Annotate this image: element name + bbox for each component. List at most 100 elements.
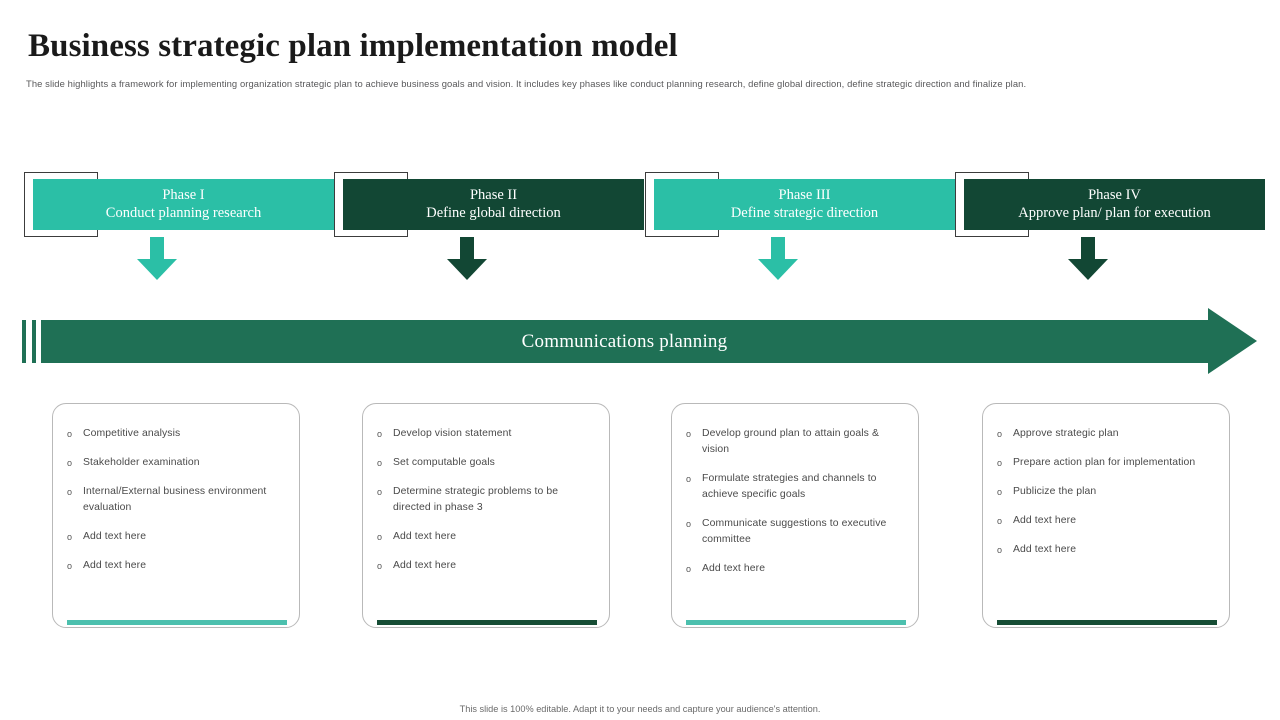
bullet-list-1: o Competitive analysis o Stakeholder exa…	[53, 404, 299, 574]
phase-detail-card-1: o Competitive analysis o Stakeholder exa…	[52, 403, 300, 628]
circle-bullet-icon: o	[997, 458, 1003, 468]
bullet-list-3: o Develop ground plan to attain goals & …	[672, 404, 918, 577]
list-item: o Competitive analysis	[67, 426, 285, 442]
circle-bullet-icon: o	[686, 564, 692, 574]
arrow-head	[447, 259, 487, 280]
arrow-head	[1068, 259, 1108, 280]
list-item-text: Set computable goals	[393, 457, 495, 468]
banner-body	[41, 320, 1208, 363]
list-item: o Add text here	[377, 529, 595, 545]
phase-block-2[interactable]: Phase II Define global direction	[334, 165, 644, 280]
arrow-stem	[460, 237, 474, 261]
list-item-text: Publicize the plan	[1013, 486, 1097, 497]
phase-name-1: Phase I	[162, 186, 205, 203]
down-arrow-icon-4	[1068, 237, 1108, 280]
circle-bullet-icon: o	[997, 545, 1003, 555]
phase-banner-2[interactable]: Phase II Define global direction	[343, 179, 644, 230]
bullet-list-2: o Develop vision statement o Set computa…	[363, 404, 609, 574]
arrow-stem	[771, 237, 785, 261]
list-item: o Communicate suggestions to executive c…	[686, 516, 904, 548]
list-item-text: Determine strategic problems to be direc…	[393, 486, 559, 513]
list-item: o Add text here	[686, 561, 904, 577]
circle-bullet-icon: o	[67, 487, 73, 497]
phase-detail-card-3: o Develop ground plan to attain goals & …	[671, 403, 919, 628]
phase-desc-3: Define strategic direction	[730, 204, 879, 221]
phase-block-3[interactable]: Phase III Define strategic direction	[645, 165, 955, 280]
list-item-text: Formulate strategies and channels to ach…	[702, 473, 877, 500]
list-item-text: Add text here	[393, 560, 457, 571]
phase-block-4[interactable]: Phase IV Approve plan/ plan for executio…	[955, 165, 1265, 280]
list-item: o Add text here	[67, 529, 285, 545]
list-item: o Approve strategic plan	[997, 426, 1215, 442]
down-arrow-icon-3	[758, 237, 798, 280]
arrow-stem	[1081, 237, 1095, 261]
phase-banner-4[interactable]: Phase IV Approve plan/ plan for executio…	[964, 179, 1265, 230]
circle-bullet-icon: o	[377, 458, 383, 468]
phase-block-1[interactable]: Phase I Conduct planning research	[24, 165, 334, 280]
list-item-text: Competitive analysis	[83, 428, 181, 439]
list-item: o Publicize the plan	[997, 484, 1215, 500]
circle-bullet-icon: o	[67, 458, 73, 468]
list-item-text: Add text here	[1013, 515, 1077, 526]
list-item-text: Communicate suggestions to executive com…	[702, 518, 887, 545]
circle-bullet-icon: o	[686, 519, 692, 529]
phase-banner-row: Phase I Conduct planning research Phase …	[0, 0, 1280, 300]
list-item: o Add text here	[67, 558, 285, 574]
card-accent-bar-3	[686, 620, 906, 625]
circle-bullet-icon: o	[997, 516, 1003, 526]
phase-banner-1[interactable]: Phase I Conduct planning research	[33, 179, 334, 230]
list-item-text: Prepare action plan for implementation	[1013, 457, 1196, 468]
list-item-text: Develop vision statement	[393, 428, 512, 439]
list-item: o Determine strategic problems to be dir…	[377, 484, 595, 516]
phase-desc-1: Conduct planning research	[105, 204, 262, 221]
list-item-text: Add text here	[702, 563, 766, 574]
right-arrow-icon	[1208, 308, 1257, 374]
list-item: o Stakeholder examination	[67, 455, 285, 471]
list-item-text: Approve strategic plan	[1013, 428, 1119, 439]
list-item: o Prepare action plan for implementation	[997, 455, 1215, 471]
list-item-text: Add text here	[83, 531, 147, 542]
list-item-text: Internal/External business environment e…	[83, 486, 267, 513]
bullet-list-4: o Approve strategic plan o Prepare actio…	[983, 404, 1229, 558]
list-item: o Add text here	[997, 542, 1215, 558]
circle-bullet-icon: o	[67, 429, 73, 439]
list-item: o Internal/External business environment…	[67, 484, 285, 516]
circle-bullet-icon: o	[377, 561, 383, 571]
communications-planning-banner[interactable]: Communications planning	[22, 308, 1258, 374]
phase-detail-card-4: o Approve strategic plan o Prepare actio…	[982, 403, 1230, 628]
list-item-text: Add text here	[393, 531, 457, 542]
list-item: o Add text here	[377, 558, 595, 574]
banner-tail-line-2	[32, 320, 36, 363]
down-arrow-icon-2	[447, 237, 487, 280]
card-accent-bar-4	[997, 620, 1217, 625]
footer-note: This slide is 100% editable. Adapt it to…	[459, 704, 821, 714]
phase-desc-2: Define global direction	[426, 204, 561, 221]
list-item: o Formulate strategies and channels to a…	[686, 471, 904, 503]
phase-banner-3[interactable]: Phase III Define strategic direction	[654, 179, 955, 230]
circle-bullet-icon: o	[67, 532, 73, 542]
list-item: o Add text here	[997, 513, 1215, 529]
phase-name-4: Phase IV	[1088, 186, 1141, 203]
circle-bullet-icon: o	[997, 487, 1003, 497]
card-accent-bar-1	[67, 620, 287, 625]
phase-desc-4: Approve plan/ plan for execution	[1018, 204, 1211, 221]
page-title: Business strategic plan implementation m…	[28, 28, 678, 64]
circle-bullet-icon: o	[686, 429, 692, 439]
list-item-text: Add text here	[83, 560, 147, 571]
circle-bullet-icon: o	[997, 429, 1003, 439]
circle-bullet-icon: o	[377, 429, 383, 439]
list-item: o Develop ground plan to attain goals & …	[686, 426, 904, 458]
card-accent-bar-2	[377, 620, 597, 625]
banner-tail-line-1	[22, 320, 26, 363]
arrow-head	[758, 259, 798, 280]
circle-bullet-icon: o	[377, 487, 383, 497]
list-item-text: Add text here	[1013, 544, 1077, 555]
circle-bullet-icon: o	[377, 532, 383, 542]
arrow-head	[137, 259, 177, 280]
circle-bullet-icon: o	[67, 561, 73, 571]
phase-name-3: Phase III	[778, 186, 831, 203]
list-item: o Develop vision statement	[377, 426, 595, 442]
list-item-text: Stakeholder examination	[83, 457, 200, 468]
list-item-text: Develop ground plan to attain goals & vi…	[702, 428, 879, 455]
